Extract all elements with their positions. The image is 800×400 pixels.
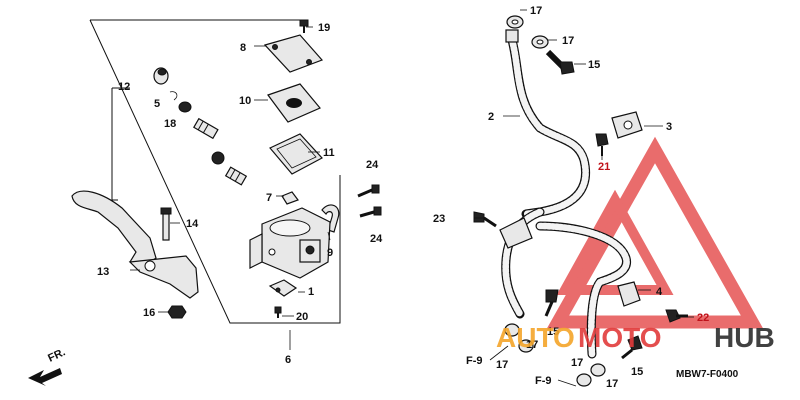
svg-text:HUB: HUB bbox=[714, 322, 775, 353]
label-24-lower: 24 bbox=[370, 233, 383, 245]
brake-hose-2 bbox=[505, 29, 591, 219]
label-16: 16 bbox=[143, 307, 155, 319]
bolt-15-mid bbox=[544, 289, 559, 317]
washer-17-second bbox=[531, 35, 549, 49]
bolt-15-top bbox=[545, 49, 575, 75]
bolt-24-lower bbox=[359, 206, 382, 218]
float-7 bbox=[281, 191, 299, 205]
ref-f9-left: F-9 bbox=[466, 355, 483, 367]
svg-text:AUTO: AUTO bbox=[496, 322, 575, 353]
watermark-text: AUTO MOTO HUB bbox=[496, 322, 775, 353]
washer-17-bottom bbox=[590, 363, 606, 377]
label-9: 9 bbox=[327, 247, 333, 259]
diaphragm-11 bbox=[269, 133, 323, 175]
clamp-4 bbox=[617, 281, 641, 307]
diagram-code: MBW7-F0400 bbox=[676, 369, 739, 380]
label-17-right: 17 bbox=[571, 357, 583, 369]
washer-17-top bbox=[506, 15, 524, 29]
brake-lever-13 bbox=[71, 190, 199, 299]
label-15-top: 15 bbox=[588, 59, 600, 71]
label-8: 8 bbox=[240, 42, 246, 54]
label-5: 5 bbox=[154, 98, 160, 110]
label-21: 21 bbox=[598, 161, 610, 173]
three-way-joint bbox=[499, 217, 533, 249]
label-1: 1 bbox=[308, 286, 314, 298]
bolt-22 bbox=[665, 309, 688, 323]
label-23: 23 bbox=[433, 213, 445, 225]
label-20: 20 bbox=[296, 311, 308, 323]
master-cylinder-body bbox=[249, 207, 331, 279]
pivot-bolt-14 bbox=[160, 207, 172, 241]
bolt-23 bbox=[473, 211, 497, 228]
leader-lines bbox=[130, 9, 694, 350]
label-10: 10 bbox=[239, 95, 251, 107]
brake-hose-lower-right bbox=[535, 221, 631, 359]
ref-f9-right: F-9 bbox=[535, 375, 552, 387]
label-15-mid: 15 bbox=[547, 326, 559, 338]
label-2: 2 bbox=[488, 111, 494, 123]
label-13: 13 bbox=[97, 266, 109, 278]
label-18: 18 bbox=[164, 118, 176, 130]
label-6: 6 bbox=[285, 354, 291, 366]
label-24-upper: 24 bbox=[366, 159, 379, 171]
reservoir-cap-8 bbox=[263, 34, 324, 73]
plate-10 bbox=[267, 83, 321, 123]
label-22: 22 bbox=[697, 312, 709, 324]
washer-17-lower-left bbox=[504, 323, 520, 337]
switch-1 bbox=[268, 279, 298, 297]
label-17-bottom: 17 bbox=[606, 378, 618, 390]
screw-19 bbox=[299, 19, 309, 33]
screw-20 bbox=[274, 306, 282, 318]
assembly-outline bbox=[89, 19, 341, 324]
label-17-second: 17 bbox=[562, 35, 574, 47]
label-17-top: 17 bbox=[530, 5, 542, 17]
piston-kit-12 bbox=[153, 67, 248, 186]
washer-17-lower-right bbox=[576, 373, 592, 387]
label-11: 11 bbox=[323, 147, 335, 159]
joint-3 bbox=[611, 111, 643, 139]
front-label: FR. bbox=[46, 346, 67, 364]
label-14: 14 bbox=[186, 218, 199, 230]
label-19: 19 bbox=[318, 22, 330, 34]
svg-text:MOTO: MOTO bbox=[578, 322, 661, 353]
bolt-21 bbox=[595, 133, 609, 156]
washer-17-lower-mid bbox=[518, 339, 534, 353]
label-4: 4 bbox=[656, 286, 663, 298]
bolt-15-lower bbox=[621, 335, 643, 360]
label-15-lower: 15 bbox=[631, 366, 643, 378]
nut-16 bbox=[167, 305, 187, 319]
label-3: 3 bbox=[666, 121, 672, 133]
label-17-left: 17 bbox=[496, 359, 508, 371]
front-direction-arrow: FR. bbox=[28, 346, 67, 386]
label-7: 7 bbox=[266, 192, 272, 204]
bolt-24-upper bbox=[357, 184, 380, 198]
label-12: 12 bbox=[118, 81, 130, 93]
label-17-mid: 17 bbox=[526, 339, 538, 351]
